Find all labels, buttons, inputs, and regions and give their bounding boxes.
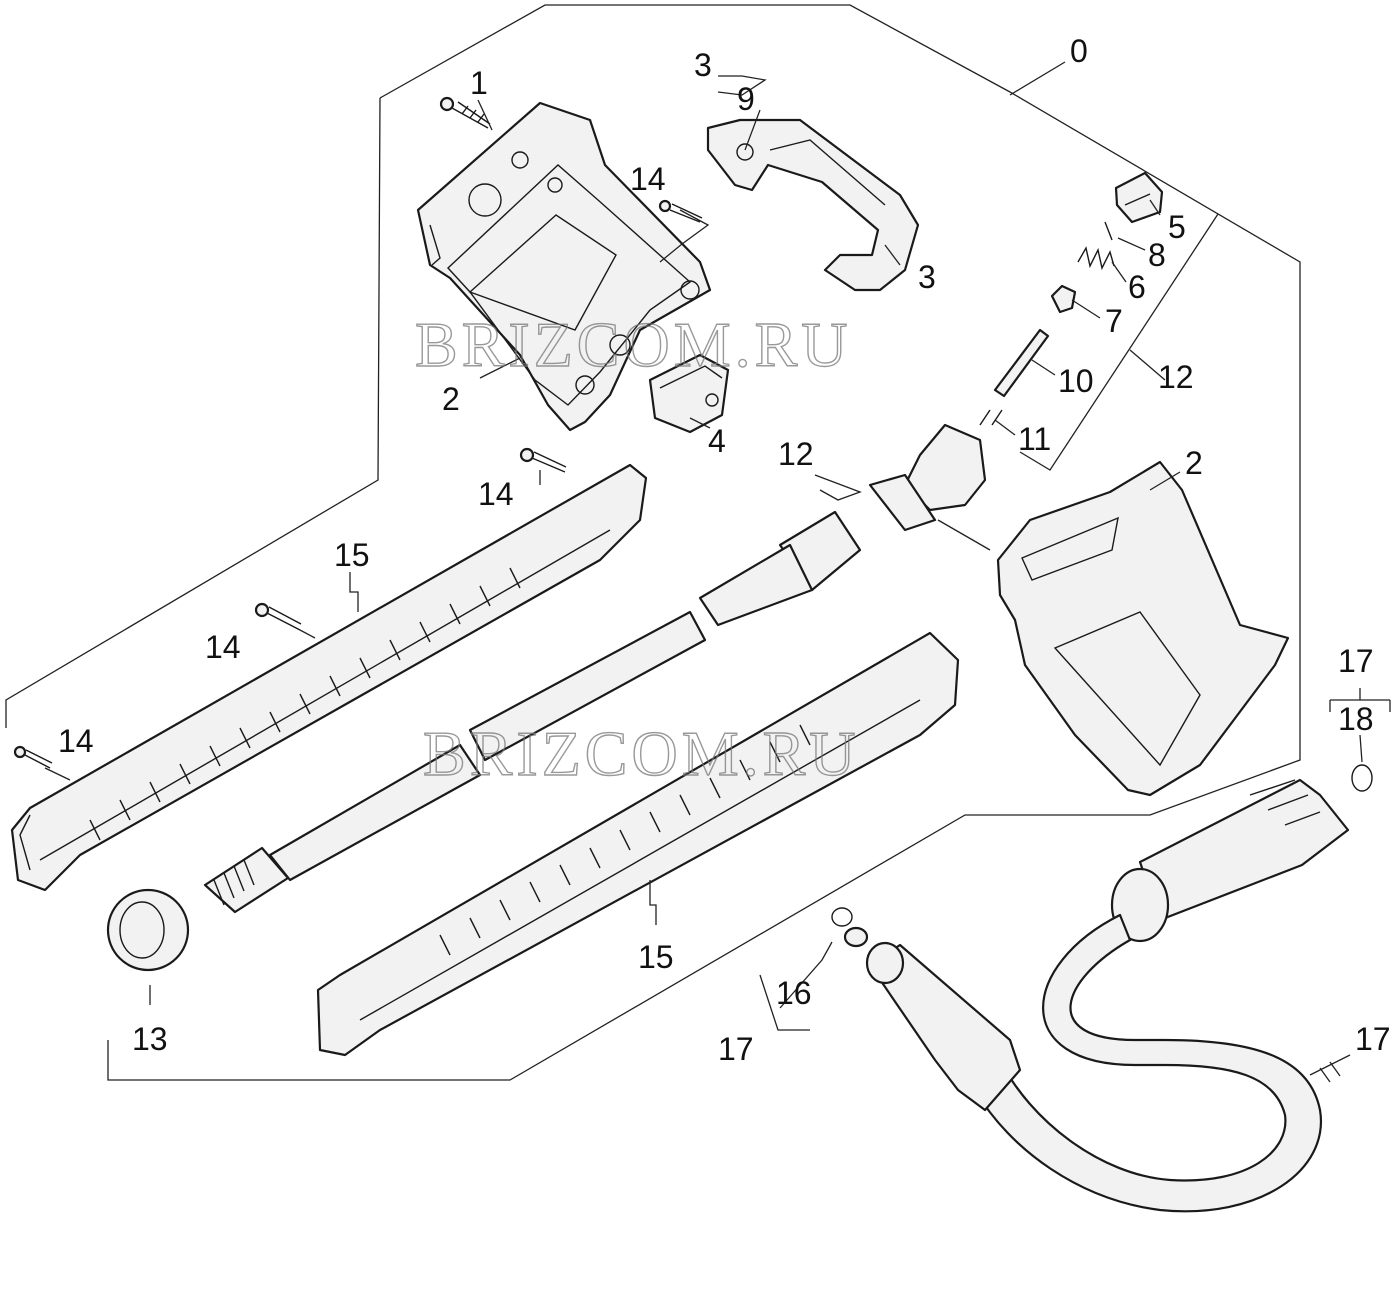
callout-16: 16 [776,975,812,1011]
screw-1 [439,96,491,129]
valve-body-12 [468,423,987,762]
callout-12-b: 12 [778,436,814,472]
callout-1: 1 [470,65,488,101]
valve-ball-7 [1050,284,1077,314]
trigger-lever [706,118,920,292]
callout-15-b: 15 [638,939,674,975]
hose-assembly [865,778,1350,1213]
callout-8: 8 [1148,237,1166,273]
callout-10: 10 [1058,363,1094,399]
callout-3-b: 3 [918,259,936,295]
leader-lines [44,61,1391,1083]
callout-12-a: 12 [1158,359,1194,395]
screw-14-far-left [13,745,53,769]
callout-4: 4 [708,423,726,459]
lock-clip [648,353,730,434]
o-ring-8 [1104,221,1113,241]
callout-17-b: 17 [718,1031,754,1067]
callout-5: 5 [1168,209,1186,245]
trigger-housing-left [416,101,712,432]
callout-17-a: 17 [1338,643,1374,679]
callout-11: 11 [1018,421,1051,457]
callout-14-b: 14 [478,476,514,512]
inner-lance-tube [203,743,482,914]
callout-2-a: 2 [442,381,460,417]
screw-14-left [254,602,302,631]
seal-11 [979,409,1003,426]
callout-14-a: 14 [630,161,666,197]
callout-14-d: 14 [58,723,94,759]
nut-ring-13 [106,888,190,972]
callout-18: 18 [1338,701,1374,737]
trigger-housing-right [996,460,1290,797]
callout-0: 0 [1070,33,1088,69]
callout-13: 13 [132,1021,168,1057]
o-rings-16 [831,907,869,948]
screw-14-top [658,199,703,223]
valve-spring-6 [1077,246,1115,271]
o-ring-18 [1351,764,1373,792]
callout-2-b: 2 [1185,445,1203,481]
watermark-top: BRIZCOM.RU [415,309,852,380]
watermark-bottom: BRIZCOM.RU [423,718,860,789]
callout-14-c: 14 [205,629,241,665]
screw-14-middle [519,447,567,473]
callout-15-a: 15 [334,537,370,573]
callout-3-a: 3 [694,47,712,83]
lance-shell-lower [316,631,960,1057]
lance-shell-upper [10,463,648,892]
valve-pin-10 [993,328,1050,398]
callout-7: 7 [1105,303,1123,339]
valve-plug-5 [1114,171,1164,224]
callout-17-c: 17 [1355,1021,1391,1057]
assembly-boundary [5,4,1301,1081]
callout-6: 6 [1128,269,1146,305]
callout-9: 9 [737,81,755,117]
